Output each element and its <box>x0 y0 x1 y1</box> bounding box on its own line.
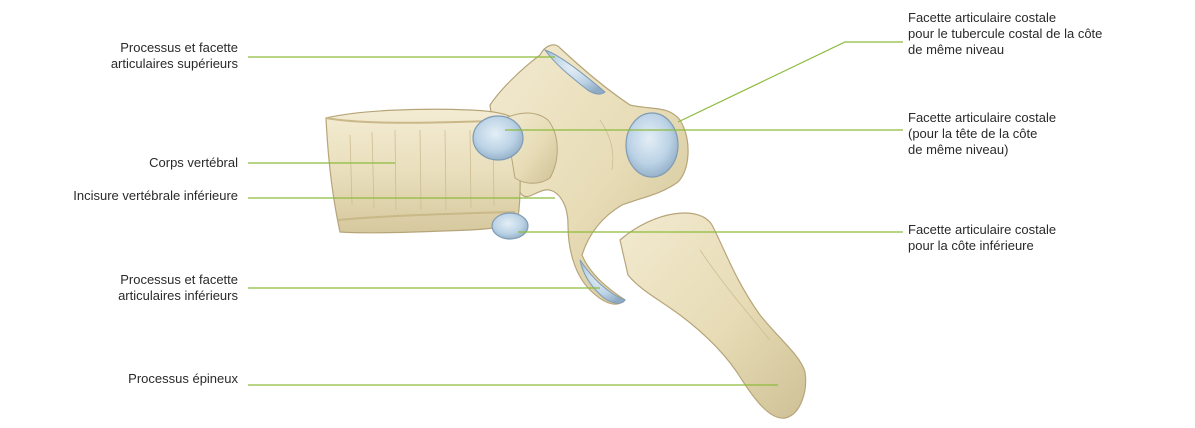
label-line: Processus et facette <box>118 272 238 288</box>
label-superior-costal-facet: Facette articulaire costale (pour la têt… <box>908 110 1056 158</box>
transverse-costal-facet <box>626 113 678 177</box>
label-line: Incisure vertébrale inférieure <box>73 188 238 204</box>
label-vertebral-body: Corps vertébral <box>149 155 238 171</box>
label-line: de même niveau) <box>908 142 1056 158</box>
spinous-process-shape <box>620 213 806 418</box>
label-line: Corps vertébral <box>149 155 238 171</box>
label-transverse-costal-facet: Facette articulaire costale pour le tube… <box>908 10 1102 58</box>
label-line: Processus et facette <box>111 40 238 56</box>
label-superior-articular: Processus et facette articulaires supéri… <box>111 40 238 72</box>
label-line: Facette articulaire costale <box>908 10 1102 26</box>
label-line: pour la côte inférieure <box>908 238 1056 254</box>
label-line: Processus épineux <box>128 371 238 387</box>
superior-costal-facet <box>473 116 523 160</box>
label-spinous-process: Processus épineux <box>128 371 238 387</box>
label-inferior-notch: Incisure vertébrale inférieure <box>73 188 238 204</box>
inferior-costal-facet <box>492 213 528 239</box>
label-line: Facette articulaire costale <box>908 110 1056 126</box>
label-line: articulaires supérieurs <box>111 56 238 72</box>
label-line: Facette articulaire costale <box>908 222 1056 238</box>
leader-transverse-costal <box>678 42 903 122</box>
label-line: pour le tubercule costal de la côte <box>908 26 1102 42</box>
label-inferior-articular: Processus et facette articulaires inféri… <box>118 272 238 304</box>
label-inferior-costal-facet: Facette articulaire costale pour la côte… <box>908 222 1056 254</box>
label-line: de même niveau <box>908 42 1102 58</box>
label-line: (pour la tête de la côte <box>908 126 1056 142</box>
label-line: articulaires inférieurs <box>118 288 238 304</box>
